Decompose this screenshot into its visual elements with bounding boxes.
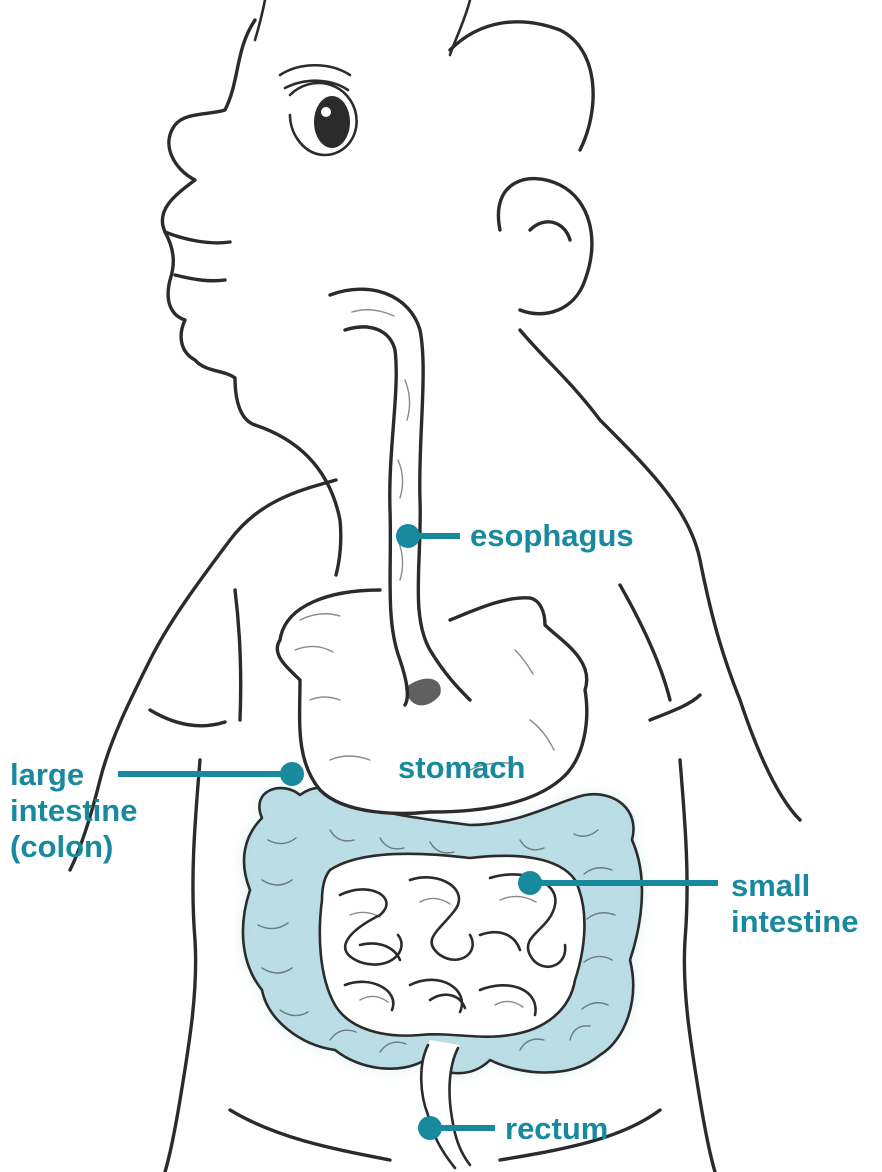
esophagus-label-text: esophagus xyxy=(470,518,634,554)
colon-shape xyxy=(243,788,642,1074)
large-intestine-label-line-3: (colon) xyxy=(10,829,137,865)
eye xyxy=(280,65,357,155)
small-intestine-pointer-dot xyxy=(518,871,542,895)
esophagus-pointer-dot xyxy=(396,524,420,548)
esophagus-label: esophagus xyxy=(470,518,634,554)
large-intestine-label-line-1: large xyxy=(10,757,137,793)
small-intestine-label: small intestine xyxy=(731,868,858,940)
stomach-label: stomach xyxy=(398,750,525,786)
rectum-pointer-dot xyxy=(418,1116,442,1140)
large-intestine-label: large intestine (colon) xyxy=(10,757,137,865)
small-intestine-label-line-1: small xyxy=(731,868,858,904)
small-intestine-label-line-2: intestine xyxy=(731,904,858,940)
rectum-label-text: rectum xyxy=(505,1111,608,1147)
hair xyxy=(255,0,470,55)
large-intestine-label-line-2: intestine xyxy=(10,793,137,829)
large-intestine-pointer-dot xyxy=(280,762,304,786)
stomach-label-text: stomach xyxy=(398,750,525,786)
rectum-label: rectum xyxy=(505,1111,608,1147)
